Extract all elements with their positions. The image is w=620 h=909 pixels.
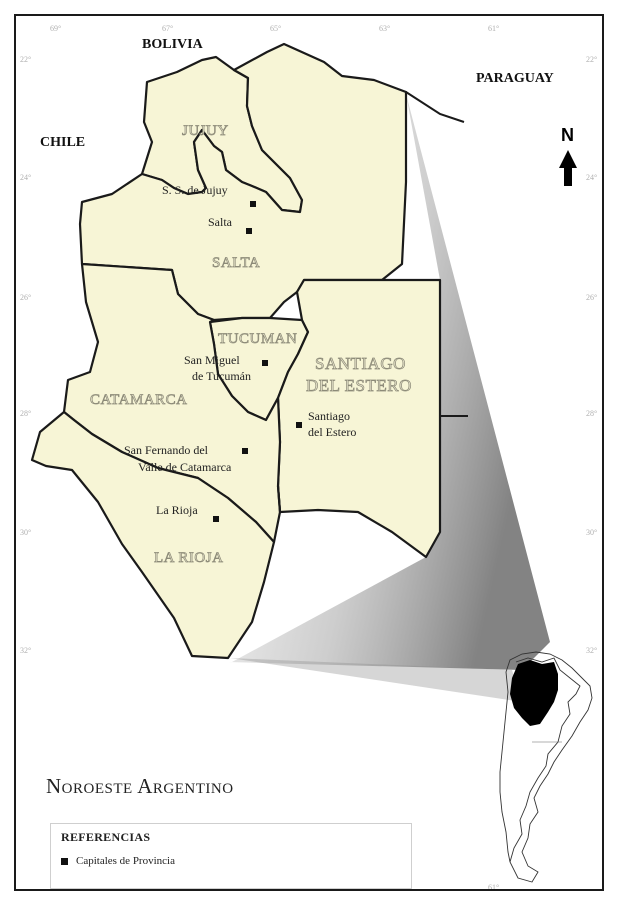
provinces: [30, 42, 442, 660]
country-label-bolivia: BOLIVIA: [142, 37, 204, 52]
legend-item-label: Capitales de Provincia: [76, 855, 175, 867]
legend-box: REFERENCIAS Capitales de Provincia: [50, 823, 412, 889]
north-arrow: N: [559, 125, 577, 186]
capital-marker: [213, 516, 219, 522]
lat-tick-left: 26°: [20, 293, 31, 302]
capital-marker: [250, 201, 256, 207]
capitals: S. S. de Jujuy Salta San Miguel de Tucum…: [124, 183, 356, 522]
north-arrow-icon: [559, 150, 577, 186]
lat-tick-left: 24°: [20, 173, 31, 182]
province-label-salta: SALTA: [212, 255, 260, 271]
capital-label-tucuman-2: de Tucumán: [192, 369, 251, 383]
inset-noa-highlight: [510, 660, 558, 726]
lat-tick-left: 28°: [20, 409, 31, 418]
capital-label-larioja: La Rioja: [156, 503, 198, 517]
province-label-tucuman: TUCUMAN: [218, 331, 297, 347]
lon-tick-top: 61°: [488, 24, 499, 33]
lat-tick-right: 28°: [586, 409, 597, 418]
lon-tick-top: 63°: [379, 24, 390, 33]
lon-tick-bottom: 61°: [488, 883, 499, 891]
lat-tick-left: 30°: [20, 528, 31, 537]
border-paraguay-line: [405, 91, 465, 123]
lat-tick-right: 22°: [586, 55, 597, 64]
capital-label-jujuy: S. S. de Jujuy: [162, 183, 228, 197]
capital-marker: [246, 228, 252, 234]
capital-marker: [242, 448, 248, 454]
capital-label-catamarca-1: San Fernando del: [124, 443, 209, 457]
lon-tick-top: 67°: [162, 24, 173, 33]
capital-square-icon: [61, 857, 68, 865]
legend-title: REFERENCIAS: [61, 830, 151, 844]
capital-label-catamarca-2: Valle de Catamarca: [138, 460, 232, 474]
country-label-paraguay: PARAGUAY: [476, 71, 554, 86]
inset-argentina-map: [499, 651, 593, 883]
lat-tick-left: 32°: [20, 646, 31, 655]
capital-label-tucuman-1: San Miguel: [184, 353, 240, 367]
province-santiago: [276, 278, 442, 559]
province-label-larioja: LA RIOJA: [154, 550, 223, 566]
province-label-del-estero: DEL ESTERO: [306, 376, 412, 395]
zoom-projection-beam: [228, 94, 550, 670]
province-larioja: [30, 410, 276, 660]
lon-tick-top: 65°: [270, 24, 281, 33]
legend-item: Capitales de Provincia: [61, 855, 401, 867]
province-divider: [276, 485, 282, 513]
lat-tick-right: 24°: [586, 173, 597, 182]
country-label-chile: CHILE: [40, 135, 85, 150]
lat-tick-left: 22°: [20, 55, 31, 64]
lon-tick-top: 69°: [50, 24, 61, 33]
province-salta: [78, 42, 408, 322]
province-label-santiago: SANTIAGO: [315, 354, 406, 373]
inset-argentina-outline: [499, 651, 593, 883]
province-label-jujuy: JUJUY: [182, 123, 229, 139]
north-label: N: [561, 125, 574, 145]
zoom-projection-beam-lower: [230, 658, 522, 702]
capital-label-salta: Salta: [208, 215, 233, 229]
capital-marker: [262, 360, 268, 366]
map-title: Noroeste Argentino: [46, 774, 234, 798]
lat-tick-right: 32°: [586, 646, 597, 655]
capital-label-santiago-1: Santiago: [308, 409, 350, 423]
lat-tick-right: 26°: [586, 293, 597, 302]
capital-marker: [296, 422, 302, 428]
province-label-catamarca: CATAMARCA: [90, 392, 187, 408]
map-frame: 69° 67° 65° 63° 61° 69° 67° 65° 63° 61° …: [14, 14, 604, 891]
map-canvas: 69° 67° 65° 63° 61° 69° 67° 65° 63° 61° …: [20, 24, 597, 891]
lat-tick-right: 30°: [586, 528, 597, 537]
capital-label-santiago-2: del Estero: [308, 425, 356, 439]
